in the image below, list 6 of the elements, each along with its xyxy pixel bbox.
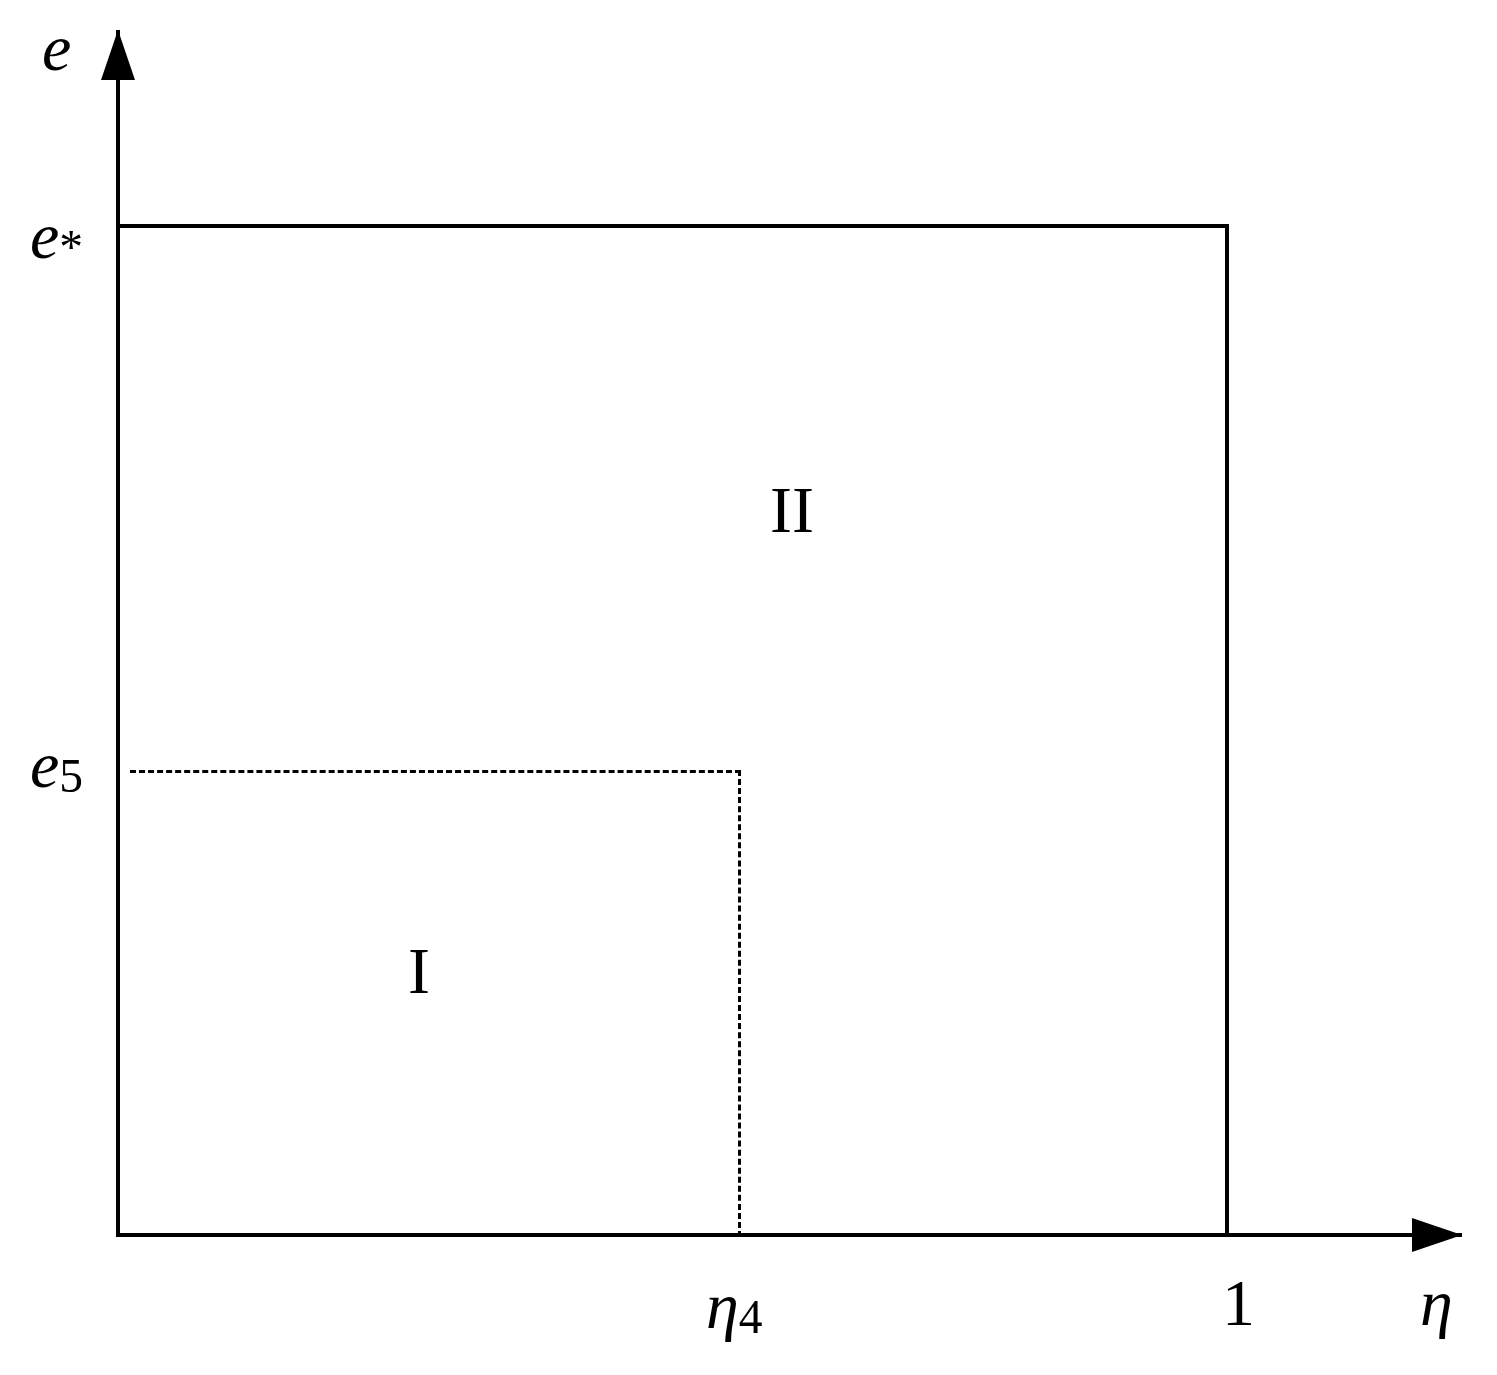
region-numeral: I: [408, 938, 430, 1004]
axis-label: e: [42, 15, 72, 81]
tick-label: e$_{*}$: [30, 203, 84, 269]
tick-label: 1: [1222, 1270, 1255, 1336]
tick-label: e$_{5}$: [30, 732, 84, 798]
region-numeral: II: [770, 477, 814, 543]
